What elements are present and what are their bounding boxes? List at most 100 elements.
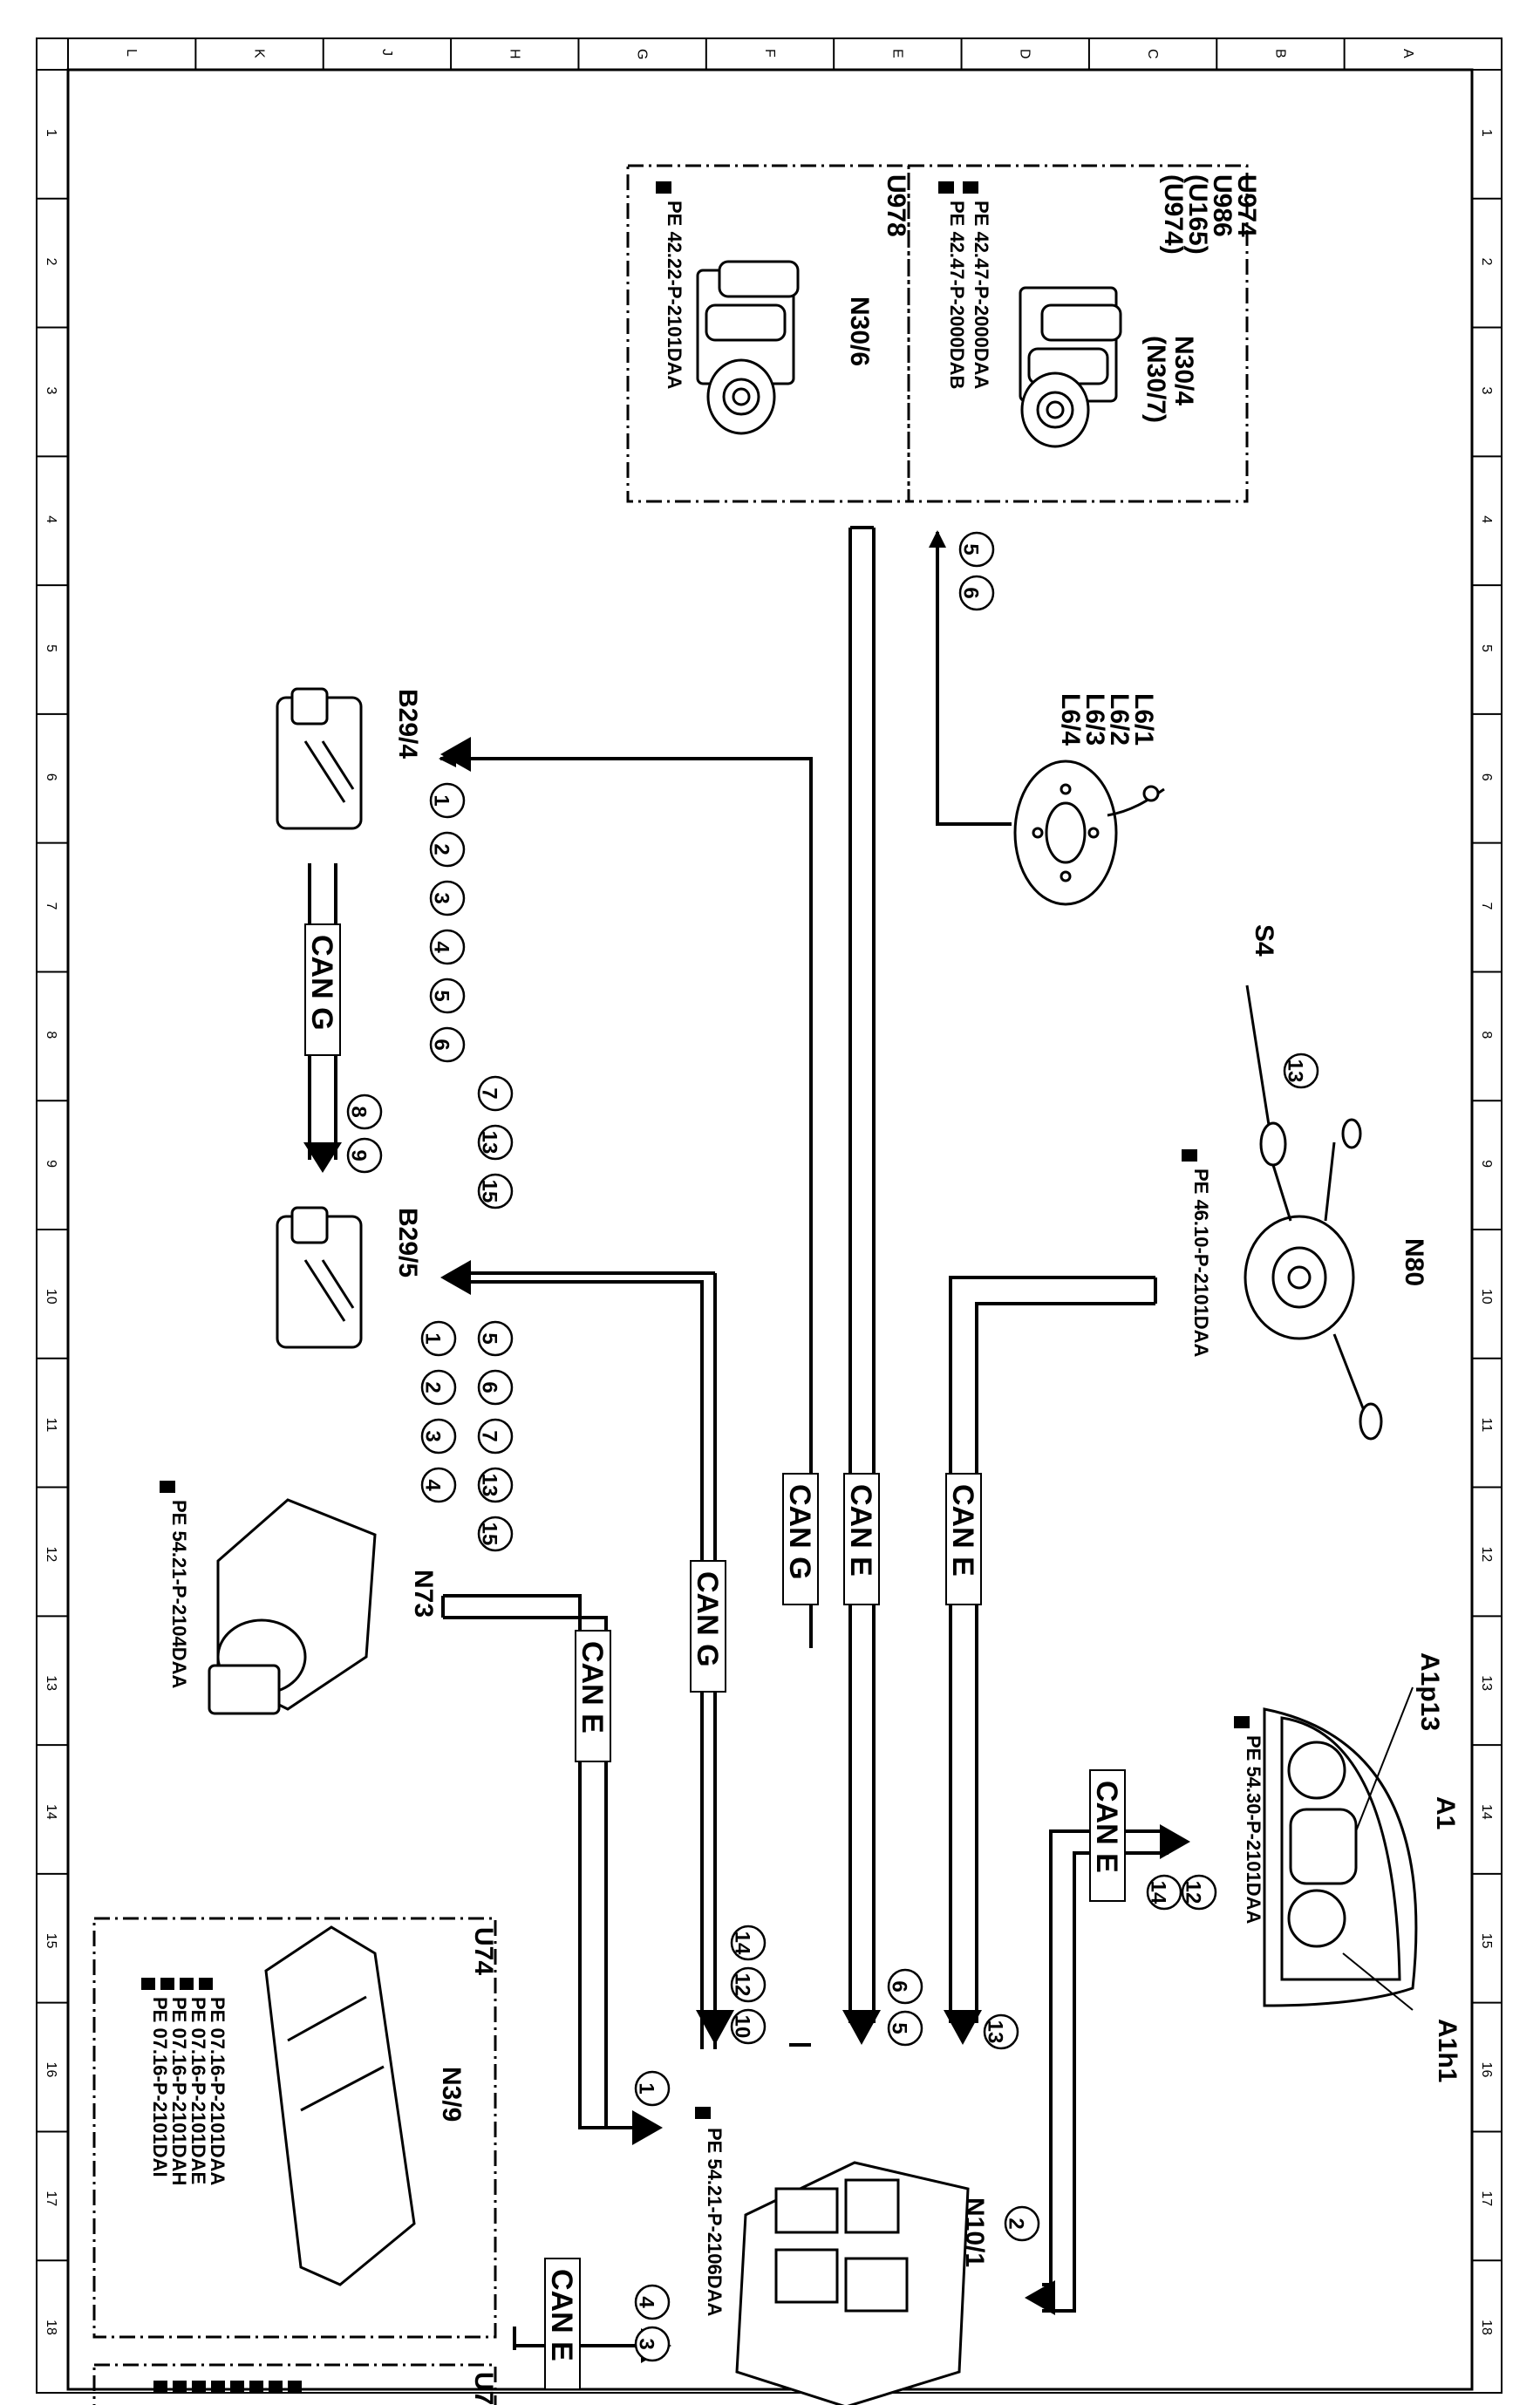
grid-row-number: 10	[1479, 1289, 1494, 1305]
n80-can-line	[949, 1276, 1157, 2023]
arrow-down-icon	[696, 2010, 734, 2045]
grid-row-number: 3	[44, 386, 58, 394]
n30-4-code-2: U986	[1208, 174, 1237, 237]
circled-number: 6	[430, 1026, 466, 1063]
svg-text:CAN E: CAN E	[844, 1484, 877, 1577]
svg-text:CAN E: CAN E	[545, 2269, 578, 2361]
reference-hand-icon	[695, 2107, 711, 2119]
circled-number: 6	[888, 1968, 923, 2005]
n73-can-line	[441, 1594, 644, 2129]
svg-text:6: 6	[478, 1381, 501, 1393]
svg-text:10: 10	[731, 2015, 754, 2039]
svg-text:5: 5	[959, 543, 983, 555]
n30-4-code-4: (U974)	[1159, 174, 1188, 255]
a1-ref: PE 54.30-P-2101DAA	[1243, 1735, 1264, 1925]
arrow-left-icon	[440, 1260, 471, 1295]
can-e-label-n73: CAN E	[575, 1630, 611, 1762]
grid-row-number: 6	[1479, 773, 1494, 781]
n30-4-ref-1: PE 42.47-P-2000DAA	[971, 201, 992, 390]
can-e-label-a1: CAN E	[1089, 1769, 1126, 1902]
n73-label: N73	[409, 1570, 438, 1618]
grid-row-number: 14	[44, 1804, 58, 1820]
grid-row-number: 16	[44, 2062, 58, 2078]
can-g-label-b29-5: CAN G	[690, 1560, 726, 1693]
reference-hand-icon	[1234, 1716, 1250, 1728]
circled-number: 15	[478, 1173, 514, 1209]
svg-text:CAN G: CAN G	[305, 935, 338, 1031]
grid-row-number: 8	[44, 1031, 58, 1039]
grid-col-letter: H	[507, 49, 521, 59]
svg-text:2: 2	[430, 843, 453, 855]
svg-text:9: 9	[347, 1149, 371, 1161]
svg-text:CAN E: CAN E	[576, 1641, 609, 1734]
reference-hand-icon-group	[141, 1978, 213, 1990]
svg-text:5: 5	[888, 2022, 911, 2034]
n30-4-code-1: U974	[1232, 174, 1261, 237]
circled-number: 4	[430, 929, 466, 965]
grid-row-number: 2	[1479, 258, 1494, 266]
circled-number: 12	[1182, 1874, 1217, 1911]
a1-label: A1	[1431, 1796, 1460, 1829]
circled-number: 5	[430, 978, 466, 1014]
reference-hand-icon	[938, 181, 978, 194]
grid-col-letter: G	[635, 49, 650, 59]
b29-5-sensor-icon	[276, 1206, 363, 1349]
grid-row-number: 17	[1479, 2190, 1494, 2206]
arrow-right-icon	[632, 2110, 663, 2145]
grid-row-number: 13	[44, 1675, 58, 1691]
svg-text:12: 12	[731, 1973, 754, 1997]
n30-can-e-line	[848, 526, 876, 2023]
circled-number: 9	[347, 1137, 383, 1174]
grid-col-letter: L	[124, 49, 139, 57]
circled-number: 2	[1005, 2205, 1040, 2242]
circled-number: 13	[478, 1124, 514, 1161]
reference-hand-icon	[1182, 1149, 1197, 1162]
n30-4-label: N30/4	[1169, 336, 1198, 405]
svg-text:15: 15	[478, 1523, 501, 1546]
grid-row-number: 14	[1479, 1804, 1494, 1820]
circled-number: 3	[421, 1418, 457, 1455]
grid-col-letter: F	[762, 49, 777, 58]
n3-9-ref-1: PE 07.16-P-2101DAA	[207, 1997, 228, 2186]
n80-ref: PE 46.10-P-2101DAA	[1190, 1168, 1212, 1358]
circled-number: 8	[347, 1093, 383, 1130]
svg-text:15: 15	[478, 1180, 501, 1203]
can-g-label-main: CAN G	[782, 1473, 819, 1605]
circled-number: 2	[421, 1369, 457, 1406]
b29-4-sensor-icon	[276, 687, 363, 830]
circled-number: 15	[478, 1516, 514, 1552]
circled-number: 7	[478, 1075, 514, 1112]
n30-4-label2: (N30/7)	[1141, 336, 1170, 423]
circled-number: 3	[635, 2326, 671, 2362]
svg-text:5: 5	[478, 1332, 501, 1344]
svg-text:4: 4	[430, 941, 453, 953]
grid-row-number: 3	[1479, 386, 1494, 394]
svg-text:8: 8	[347, 1106, 371, 1117]
b29-4-label: B29/4	[393, 689, 422, 759]
grid-row-number: 6	[44, 773, 58, 781]
circled-number: 1	[421, 1320, 457, 1357]
grid-col-letter: B	[1272, 49, 1287, 58]
grid-row-number: 11	[1479, 1418, 1494, 1433]
grid-row-number: 13	[1479, 1675, 1494, 1691]
b29-5-label: B29/5	[393, 1208, 422, 1277]
svg-text:4: 4	[421, 1479, 445, 1491]
grid-col-letter: E	[889, 49, 904, 58]
n3-9-ref-4: PE 07.16-P-2101DAI	[149, 1997, 171, 2177]
svg-text:14: 14	[1147, 1881, 1170, 1904]
l6-label-2: L6/2	[1105, 693, 1134, 746]
circled-number: 6	[478, 1369, 514, 1406]
n10-lower-line	[513, 2327, 650, 2350]
n30-6-code: U978	[882, 174, 910, 237]
grid-col-letter: J	[379, 49, 394, 56]
can-e-label-n80: CAN E	[945, 1473, 982, 1605]
svg-text:6: 6	[430, 1039, 453, 1050]
grid-row-number: 10	[44, 1289, 58, 1305]
grid-col-letter: C	[1145, 49, 1160, 59]
can-g-label-b29-4: CAN G	[304, 923, 341, 1056]
svg-text:3: 3	[635, 2338, 658, 2349]
circled-number: 1	[430, 782, 466, 819]
grid-row-number: 2	[44, 258, 58, 266]
a1-pointers	[1342, 1686, 1414, 2011]
